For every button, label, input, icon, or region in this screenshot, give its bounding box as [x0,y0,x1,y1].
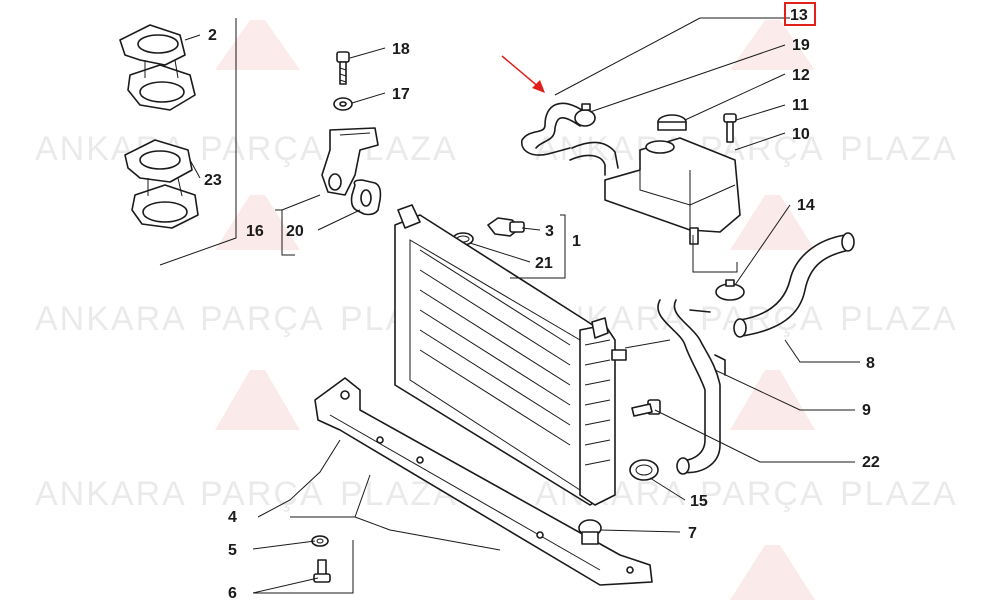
part-16-bracket [321,127,379,196]
callout-17: 17 [392,86,410,103]
part-22-bolt [631,399,661,417]
part-1-radiator [394,204,627,506]
watermark-word-13: ANKARA [35,475,187,513]
callout-11: 11 [792,97,809,114]
callout-21: 21 [535,255,553,272]
watermark-word-8: PARÇA [200,300,325,338]
part-4-crossmember [314,377,653,586]
part-19-clamp [574,103,596,127]
callout-14: 14 [797,197,815,214]
watermark-word-2: PARÇA [200,130,325,168]
part-9-hose [657,299,726,475]
part-14-clamp [715,279,745,301]
callout-8: 8 [866,355,875,372]
callouts: 2 23 18 17 16 20 3 1 21 13 19 12 11 10 1… [204,7,880,600]
part-2-hose-clamp [119,24,196,111]
part-18-bolt [336,51,350,85]
part-23-hose-clamp [124,139,199,229]
watermark-word-11: PARÇA [700,300,825,338]
part-5-washer [311,535,329,547]
highlight-arrow [501,55,541,89]
watermark-word-18: PLAZA [840,475,958,513]
part-15-clamp [629,459,659,481]
part-3-sensor [487,217,525,237]
callout-16: 16 [246,223,264,240]
leader-lines [184,17,860,594]
part-12-cap [657,114,687,131]
part-17-washer [333,97,353,111]
callout-22: 22 [862,454,880,471]
highlight-box [784,2,816,26]
watermark-word-14: PARÇA [200,475,325,513]
callout-15: 15 [690,493,708,510]
watermark-word-17: PARÇA [700,475,825,513]
callout-9: 9 [862,402,871,419]
callout-12: 12 [792,67,810,84]
callout-1: 1 [572,233,581,250]
leader-group-2-23 [159,18,237,266]
callout-7: 7 [688,525,697,542]
callout-20: 20 [286,223,304,240]
callout-4: 4 [228,509,237,526]
watermark-word-6: PLAZA [840,130,958,168]
highlight-arrow-head [532,80,545,93]
callout-13: 13 [790,7,808,24]
part-7-mount [578,519,602,545]
part-13-upper-hose [521,102,619,176]
watermark-word-12: PLAZA [840,300,958,338]
part-10-expansion-tank [604,137,741,245]
callout-2: 2 [208,27,217,44]
part-6-bolt [313,559,331,583]
part-20-grommet [350,179,382,216]
part-8-hose [733,232,855,338]
callout-10: 10 [792,126,810,143]
callout-19: 19 [792,37,810,54]
highlight-group [501,2,816,93]
callout-5: 5 [228,542,237,559]
callout-18: 18 [392,41,410,58]
watermark-word-7: ANKARA [35,300,187,338]
callout-6: 6 [228,585,237,600]
callout-23: 23 [204,172,222,189]
callout-3: 3 [545,223,554,240]
part-11-bolt [723,113,737,143]
